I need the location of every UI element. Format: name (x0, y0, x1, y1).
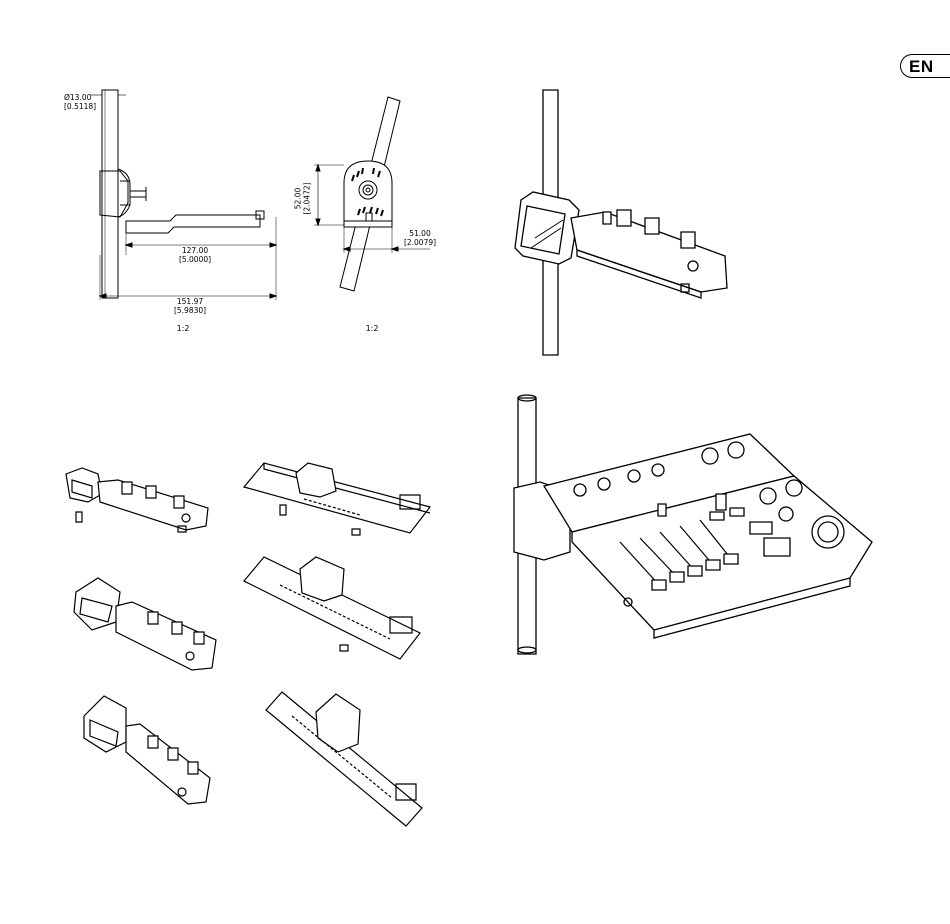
side-length-b-label: 151.97 [5.9830] (165, 298, 215, 315)
step-illustration-4 (240, 555, 430, 665)
front-scale-label: 1:2 (357, 325, 387, 334)
step-illustration-1 (58, 460, 218, 540)
step-illustration-3 (72, 570, 222, 675)
front-width-label: 51.00 [2.0079] (398, 230, 442, 247)
mount-closeup-illustration (505, 88, 745, 358)
language-badge: EN (900, 54, 950, 78)
step-illustration-5 (80, 690, 220, 810)
side-length-a-label: 127.00 [5.0000] (170, 247, 220, 264)
side-diameter-label: Ø13.00 [0.5118] (64, 94, 114, 111)
mixer-on-pole-illustration (510, 392, 880, 657)
front-height-label: 52.00 [2.0472] (295, 174, 312, 224)
side-view-drawing (60, 85, 300, 325)
front-view-drawing (300, 95, 460, 305)
step-illustration-6 (262, 688, 432, 828)
step-illustration-2 (240, 455, 440, 545)
side-scale-label: 1:2 (168, 325, 198, 334)
